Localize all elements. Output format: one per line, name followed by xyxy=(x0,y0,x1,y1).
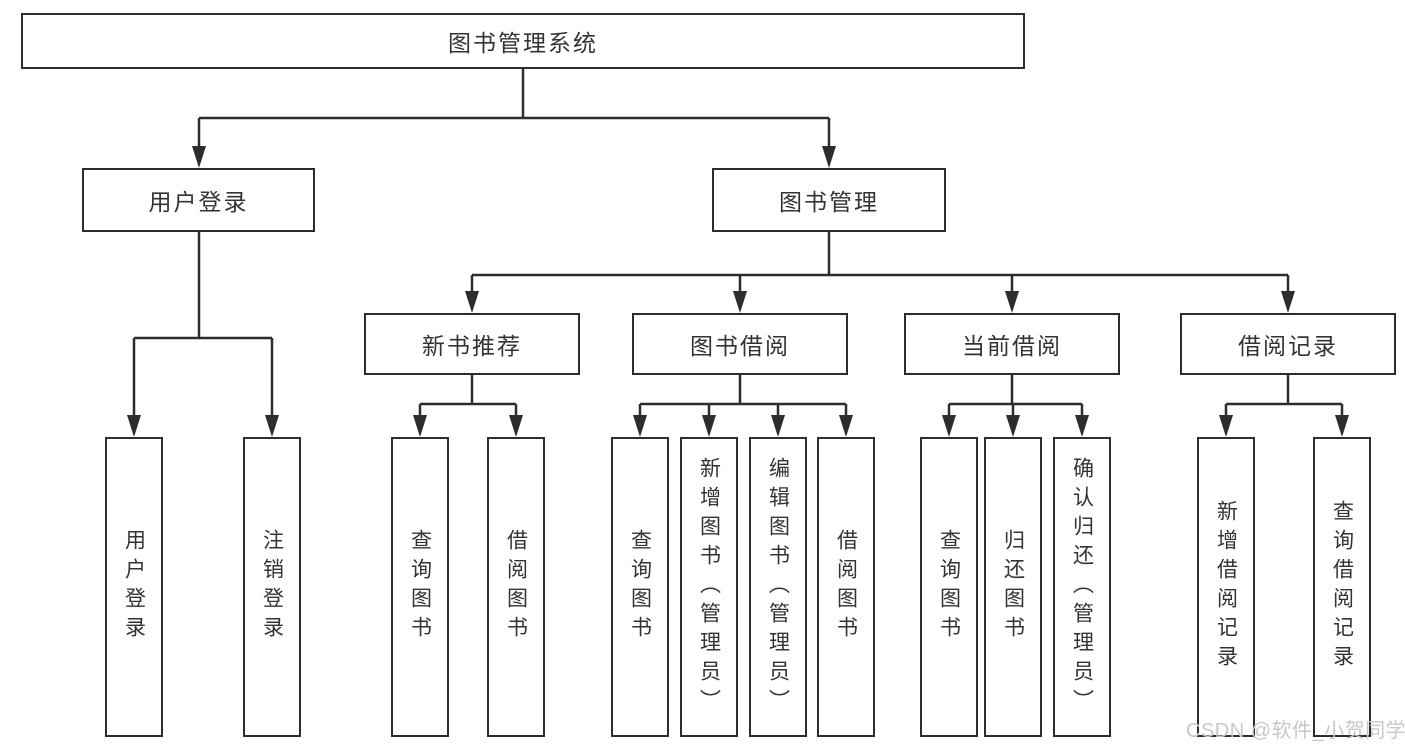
arrowhead-icon xyxy=(1005,291,1019,313)
node-root-label: 图书管理系统 xyxy=(448,30,598,56)
node-borrow-records-label: 借阅记录 xyxy=(1238,333,1338,359)
leaf-query-borrow-record: 查询借阅记录 xyxy=(1313,437,1371,737)
leaf-add-borrow-record-label: 新增借阅记录 xyxy=(1214,500,1238,674)
arrowhead-icon xyxy=(192,146,206,168)
arrowhead-icon xyxy=(839,415,853,437)
leaf-query-books-2-label: 查询图书 xyxy=(628,529,652,645)
leaf-query-books-1-label: 查询图书 xyxy=(408,529,432,645)
leaf-borrow-books-2: 借阅图书 xyxy=(817,437,875,737)
arrowhead-icon xyxy=(771,415,785,437)
leaf-return-books-label: 归还图书 xyxy=(1001,529,1025,645)
connector-borrow-records-children xyxy=(1219,375,1349,437)
arrowhead-icon xyxy=(413,415,427,437)
node-book-management: 图书管理 xyxy=(712,168,946,232)
connector-book-management-children xyxy=(465,232,1295,313)
leaf-add-books-admin: 新增图书（管理员） xyxy=(680,437,738,737)
arrowhead-icon xyxy=(733,291,747,313)
leaf-query-borrow-record-label: 查询借阅记录 xyxy=(1330,500,1354,674)
arrowhead-icon xyxy=(942,415,956,437)
leaf-logout: 注销登录 xyxy=(243,437,301,737)
leaf-confirm-return-admin: 确认归还（管理员） xyxy=(1053,437,1111,737)
node-user-login-label: 用户登录 xyxy=(148,189,249,215)
leaf-query-books-2: 查询图书 xyxy=(611,437,669,737)
connector-new-books-children xyxy=(413,375,523,437)
connector-root-to-level1 xyxy=(192,69,836,168)
leaf-add-books-admin-label: 新增图书（管理员） xyxy=(697,456,721,718)
leaf-borrow-books-1-label: 借阅图书 xyxy=(504,529,528,645)
arrowhead-icon xyxy=(702,415,716,437)
arrowhead-icon xyxy=(1075,415,1089,437)
node-borrow-records: 借阅记录 xyxy=(1180,313,1396,375)
arrowhead-icon xyxy=(509,415,523,437)
leaf-query-books-3: 查询图书 xyxy=(920,437,978,737)
arrowhead-icon xyxy=(127,415,141,437)
arrowhead-icon xyxy=(265,415,279,437)
connector-book-borrow-children xyxy=(633,375,853,437)
leaf-add-borrow-record: 新增借阅记录 xyxy=(1197,437,1255,737)
leaf-edit-books-admin: 编辑图书（管理员） xyxy=(749,437,807,737)
node-user-login: 用户登录 xyxy=(82,168,315,232)
leaf-edit-books-admin-label: 编辑图书（管理员） xyxy=(766,456,790,718)
leaf-confirm-return-admin-label: 确认归还（管理员） xyxy=(1070,456,1094,718)
arrowhead-icon xyxy=(633,415,647,437)
leaf-user-login: 用户登录 xyxy=(105,437,163,737)
arrowhead-icon xyxy=(1281,291,1295,313)
leaf-user-login-label: 用户登录 xyxy=(122,529,146,645)
arrowhead-icon xyxy=(1219,415,1233,437)
node-current-borrow: 当前借阅 xyxy=(904,313,1120,375)
node-current-borrow-label: 当前借阅 xyxy=(962,333,1062,359)
connector-user-login-children xyxy=(127,232,279,437)
leaf-borrow-books-1: 借阅图书 xyxy=(487,437,545,737)
node-book-borrow-label: 图书借阅 xyxy=(690,333,790,359)
leaf-query-books-1: 查询图书 xyxy=(391,437,449,737)
leaf-borrow-books-2-label: 借阅图书 xyxy=(834,529,858,645)
leaf-query-books-3-label: 查询图书 xyxy=(937,529,961,645)
node-new-book-recommend: 新书推荐 xyxy=(364,313,580,375)
leaf-return-books: 归还图书 xyxy=(984,437,1042,737)
node-new-book-recommend-label: 新书推荐 xyxy=(422,333,522,359)
node-book-borrow: 图书借阅 xyxy=(632,313,848,375)
arrowhead-icon xyxy=(1335,415,1349,437)
node-root-system: 图书管理系统 xyxy=(21,13,1025,69)
leaf-logout-label: 注销登录 xyxy=(260,529,284,645)
arrowhead-icon xyxy=(822,146,836,168)
arrowhead-icon xyxy=(465,291,479,313)
csdn-watermark: CSDN @软件_小贺同学 xyxy=(1186,720,1405,742)
connector-current-borrow-children xyxy=(942,375,1089,437)
arrowhead-icon xyxy=(1006,415,1020,437)
node-book-management-label: 图书管理 xyxy=(779,189,879,215)
